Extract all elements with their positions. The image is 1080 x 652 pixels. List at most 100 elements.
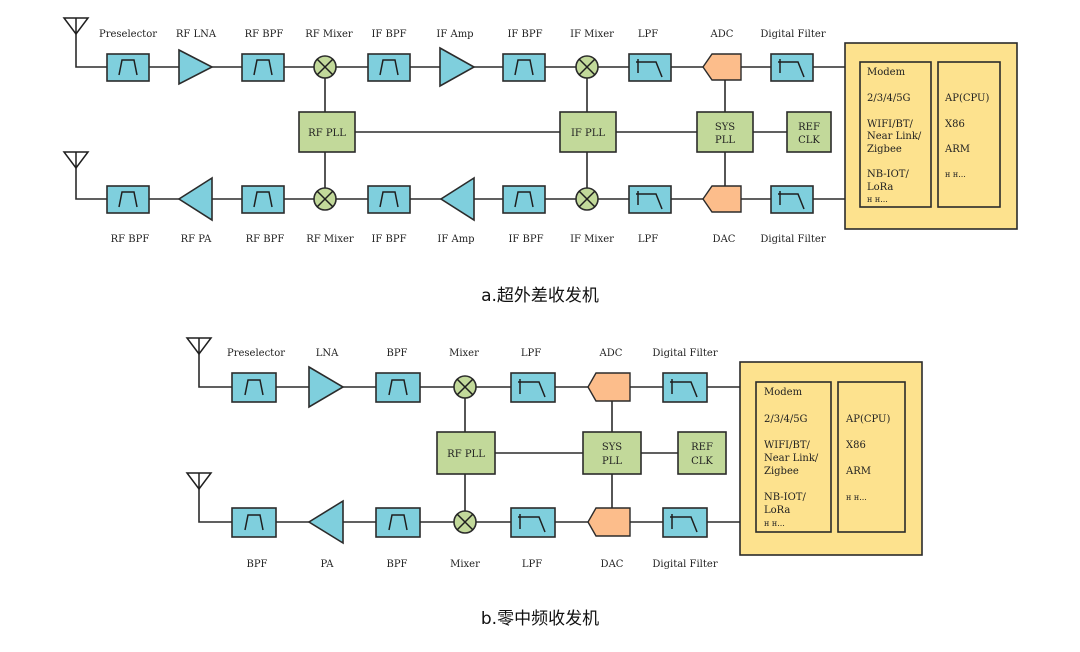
rx-rf-mixer <box>313 55 337 79</box>
lowpass-icon <box>636 59 663 78</box>
svg-text:X86: X86 <box>945 119 965 130</box>
rx-preselector <box>231 372 277 403</box>
rx-preselector <box>106 53 150 82</box>
ref-clk-label-1: REF <box>798 122 820 133</box>
svg-text:2/3/4/5G: 2/3/4/5G <box>764 414 808 425</box>
tx-signal-line <box>198 489 740 523</box>
tx-dac <box>587 507 631 537</box>
svg-text:NB-IOT/: NB-IOT/ <box>764 492 806 503</box>
label: IF Amp <box>436 29 473 40</box>
rf-pll-block <box>436 431 496 475</box>
sys-pll-block <box>696 111 754 153</box>
rx-bpf <box>375 372 421 403</box>
svg-text:Modem: Modem <box>867 67 906 78</box>
rx-antenna-icon <box>62 17 90 36</box>
modem-panel <box>859 61 932 208</box>
tx-rf-mixer <box>313 187 337 211</box>
tx-rf-bpf-1 <box>106 185 150 214</box>
tx-digital-filter <box>770 185 814 214</box>
diagram-b: RF PLL SYS PLL REF CLK Modem 2/3/4/5G WI… <box>185 337 923 629</box>
label: BPF <box>386 348 407 359</box>
bandpass-icon <box>118 59 138 76</box>
svg-text:LoRa: LoRa <box>867 182 893 193</box>
label: RF PA <box>181 234 212 245</box>
ref-clk-block <box>677 431 727 475</box>
label: IF BPF <box>508 234 543 245</box>
modem-text: Modem 2/3/4/5G WIFI/BT/ Near Link/ Zigbe… <box>764 387 819 528</box>
tx-digital-filter <box>662 507 708 538</box>
label: RF BPF <box>246 234 285 245</box>
ref-clk-block <box>786 111 832 153</box>
svg-text:н н...: н н... <box>764 519 785 528</box>
lowpass-icon <box>670 514 698 533</box>
tx-if-mixer <box>575 187 599 211</box>
label: Digital Filter <box>760 234 825 245</box>
label: Digital Filter <box>652 348 717 359</box>
mixer-icon <box>456 513 474 531</box>
label: ADC <box>599 348 623 359</box>
rf-pll-label: RF PLL <box>308 128 346 139</box>
tx-if-amp <box>439 176 475 222</box>
rx-signal-line <box>198 354 740 388</box>
rx-adc <box>702 53 742 81</box>
tx-lpf <box>510 507 556 538</box>
label: RF Mixer <box>306 234 354 245</box>
if-pll-block <box>559 111 617 153</box>
label: Preselector <box>227 348 285 359</box>
svg-text:н н...: н н... <box>867 195 888 204</box>
label: IF Mixer <box>570 234 614 245</box>
label: LPF <box>638 234 658 245</box>
tx-pa <box>307 499 344 545</box>
label: IF BPF <box>371 29 406 40</box>
lowpass-icon <box>518 514 546 533</box>
label: RF LNA <box>176 29 217 40</box>
ref-clk-label-2: CLK <box>798 135 820 146</box>
rx-lna <box>308 365 345 409</box>
svg-text:ARM: ARM <box>845 466 871 477</box>
label: RF Mixer <box>305 29 353 40</box>
rx-digital-filter <box>662 372 708 403</box>
modem-text: Modem 2/3/4/5G WIFI/BT/ Near Link/ Zigbe… <box>867 67 922 204</box>
tx-bpf-2 <box>375 507 421 538</box>
svg-text:WIFI/BT/: WIFI/BT/ <box>764 440 811 451</box>
lowpass-icon <box>778 191 805 210</box>
label: BPF <box>246 559 267 570</box>
rx-if-amp <box>439 46 476 88</box>
sys-pll-block <box>582 431 642 475</box>
sys-pll-label-1: SYS <box>602 442 622 453</box>
ref-clk-label-1: REF <box>691 442 713 453</box>
bandpass-icon <box>244 514 264 531</box>
ap-panel <box>837 381 906 533</box>
svg-text:Near Link/: Near Link/ <box>764 453 819 464</box>
label: LPF <box>521 348 541 359</box>
ap-text: AP(CPU) X86 ARM н н... <box>944 93 989 179</box>
svg-text:LoRa: LoRa <box>764 505 790 516</box>
mixer-icon <box>578 58 596 76</box>
rx-rf-bpf <box>241 53 285 82</box>
rf-pll-label: RF PLL <box>447 449 485 460</box>
rx-antenna-icon <box>185 337 213 356</box>
rx-labels: Preselector LNA BPF Mixer LPF ADC Digita… <box>227 348 718 359</box>
bandpass-icon <box>514 59 534 76</box>
label: RF BPF <box>245 29 284 40</box>
label: Digital Filter <box>652 559 717 570</box>
label: IF BPF <box>507 29 542 40</box>
svg-text:WIFI/BT/: WIFI/BT/ <box>867 119 914 130</box>
modem-panel <box>755 381 832 533</box>
ap-panel <box>937 61 1001 208</box>
mixer-icon <box>316 58 334 76</box>
bandpass-icon <box>244 379 264 396</box>
rx-lpf <box>510 372 556 403</box>
bandpass-icon <box>253 59 273 76</box>
label: DAC <box>601 559 624 570</box>
bandpass-icon <box>379 191 399 208</box>
label: PA <box>320 559 334 570</box>
tx-lpf <box>628 185 672 214</box>
if-pll-label: IF PLL <box>571 128 605 139</box>
lowpass-icon <box>518 379 546 398</box>
rf-pll-block <box>298 111 356 153</box>
tx-if-bpf-2 <box>502 185 546 214</box>
mixer-icon <box>578 190 596 208</box>
label: Mixer <box>449 348 479 359</box>
label: RF BPF <box>111 234 150 245</box>
